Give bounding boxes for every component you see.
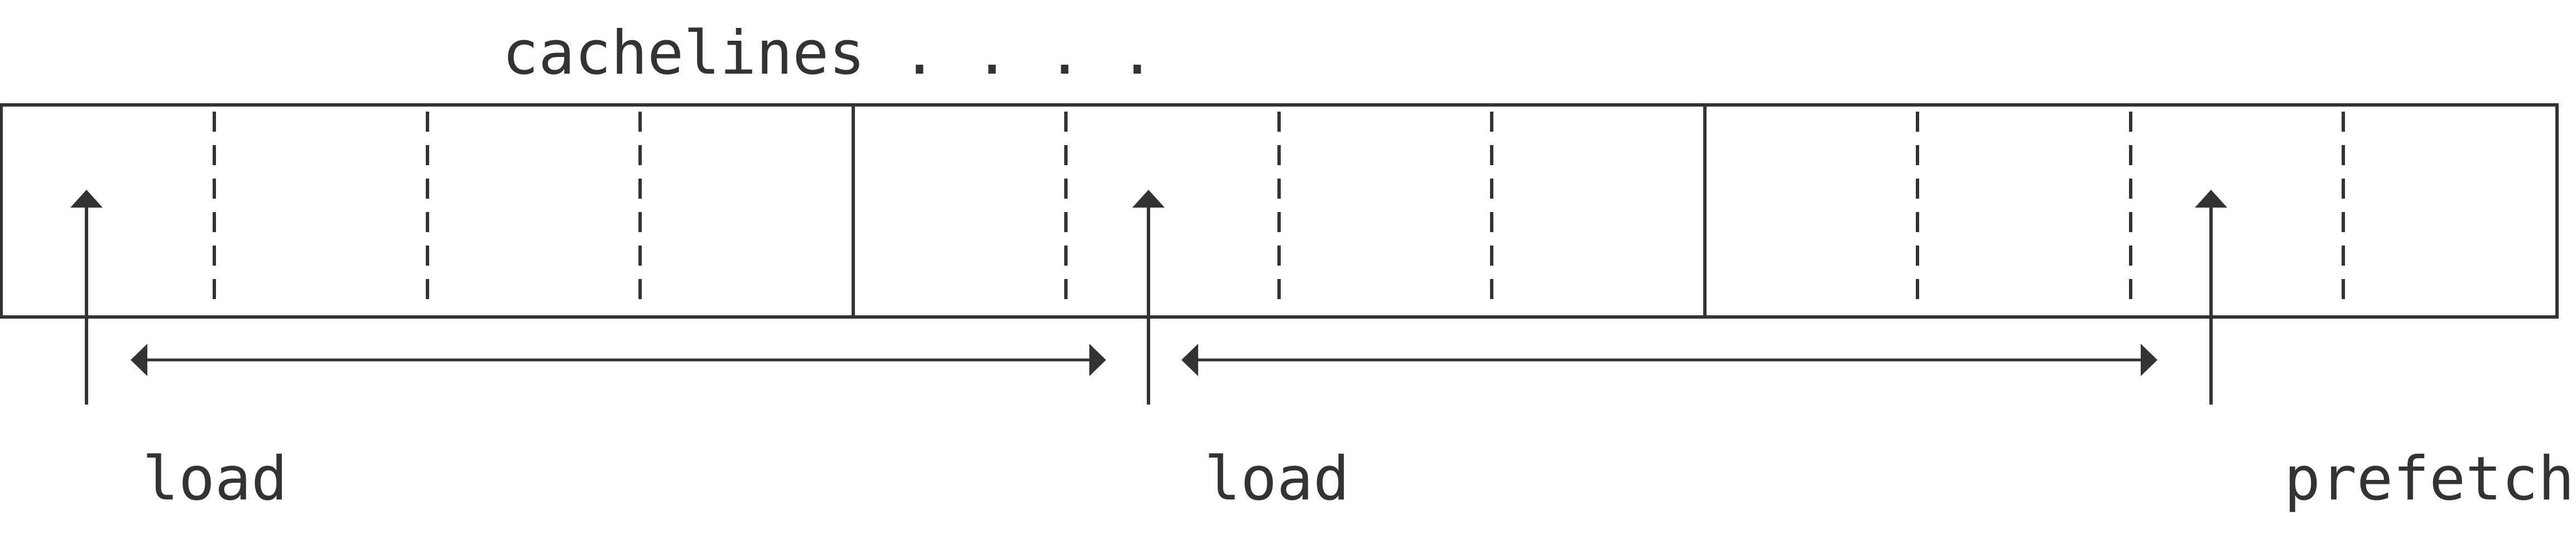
right-arrow-icon — [1089, 344, 1106, 376]
header-label: cachelines . . . . — [502, 18, 1155, 88]
distance-arrow-2 — [1181, 344, 2157, 376]
pointer-label-prefetch: prefetch — [2284, 444, 2574, 514]
up-arrow-icon — [70, 190, 103, 208]
pointer-label-load: load — [142, 444, 287, 514]
memory-bar — [0, 103, 2559, 319]
up-arrow-icon — [2195, 190, 2227, 208]
pointer-label-load: load — [1204, 444, 1349, 514]
pointer-1 — [70, 190, 103, 405]
up-arrow-icon — [1132, 190, 1165, 208]
distance-arrow-1 — [131, 344, 1106, 376]
pointer-3 — [2195, 190, 2227, 405]
cacheline-dividers — [213, 112, 2345, 310]
pointer-2 — [1132, 190, 1165, 405]
left-arrow-icon — [1181, 344, 1198, 376]
left-arrow-icon — [131, 344, 147, 376]
right-arrow-icon — [2141, 344, 2157, 376]
